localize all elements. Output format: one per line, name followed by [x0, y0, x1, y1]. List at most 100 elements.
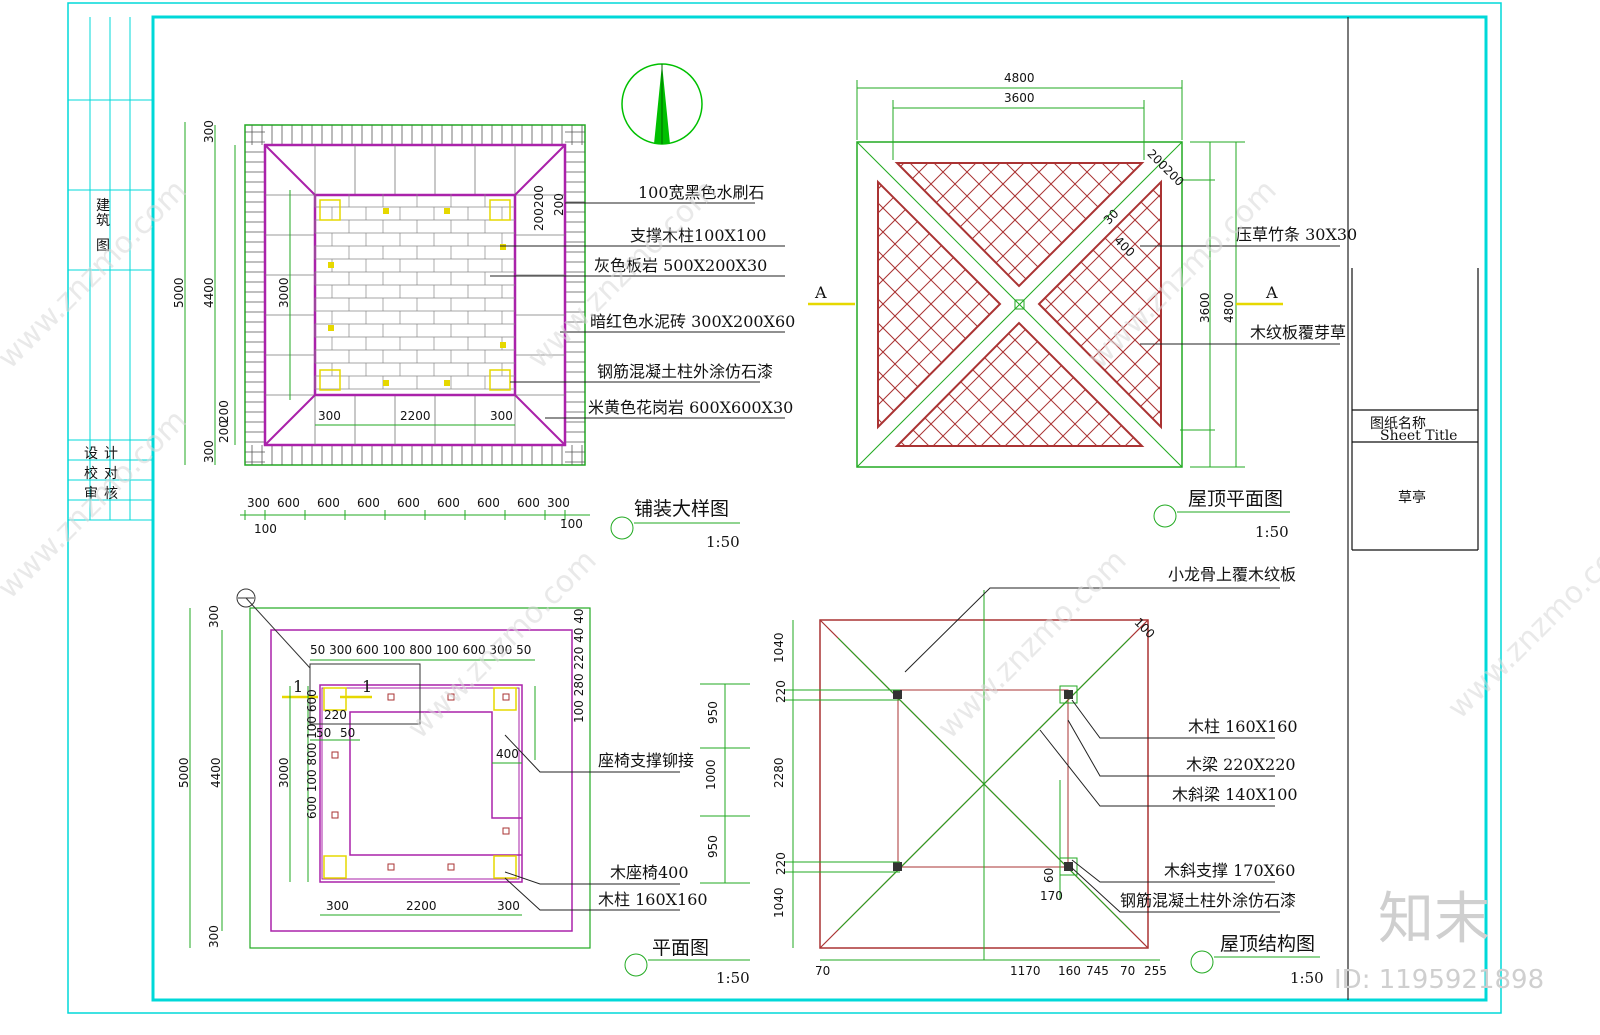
lattice-bar — [878, 182, 1000, 427]
roof-panel — [877, 179, 1002, 430]
roof-dim-3600-top: 3600 — [1004, 91, 1035, 105]
floor-plan-scale: 1:50 — [716, 969, 750, 987]
floor-top-dims: 50 300 600 100 800 100 600 300 50 — [310, 643, 531, 657]
paving-dim-r2: 200 — [532, 208, 546, 231]
lattice-bar — [897, 163, 1142, 286]
lattice-bar — [897, 163, 1142, 286]
floor-small-50a: 50 — [316, 726, 331, 740]
roof-lattice — [1039, 182, 1161, 427]
lattice-bar — [1039, 182, 1161, 427]
paving-inner-300a: 300 — [318, 409, 341, 423]
drawing-name-label-en: Sheet Title — [1380, 428, 1457, 444]
roof-label-2: 木纹板覆芽草 — [1250, 323, 1346, 342]
lattice-bar — [878, 182, 1000, 427]
floor-small-400: 400 — [496, 747, 519, 761]
lattice-bar — [1039, 182, 1161, 427]
paving-label-6: 米黄色花岗岩 600X600X30 — [588, 398, 793, 417]
lattice-bar — [897, 323, 1142, 446]
paving-dim-r1: 200 — [532, 185, 546, 208]
lattice-bar — [1039, 182, 1161, 427]
paving-inner-2200: 2200 — [400, 409, 431, 423]
watermark-text-6: www.znzmo.com — [931, 543, 1134, 746]
rs-bottom-745: 745 — [1086, 964, 1109, 978]
floor-plan-title: 平面图 — [652, 937, 709, 959]
rs-bottom-70b: 70 — [1120, 964, 1135, 978]
north-arrow — [621, 63, 703, 145]
lattice-bar — [1039, 182, 1161, 427]
roof-section-mark-left: A — [814, 283, 827, 302]
lattice-bar — [890, 182, 1000, 427]
post-dot — [383, 380, 389, 386]
floor-label-2: 木座椅400 — [610, 863, 689, 882]
strip-row-6: 核 — [104, 486, 118, 502]
floor-dim-4400: 4400 — [209, 757, 223, 788]
column-square — [489, 369, 511, 391]
lattice-bar — [878, 182, 1000, 427]
paving-bottom-dim: 600 — [477, 496, 500, 510]
rs-bottom-70a: 70 — [815, 964, 830, 978]
paving-plan-scale: 1:50 — [706, 533, 740, 551]
floor-small-220: 220 — [324, 708, 347, 722]
lattice-bar — [897, 163, 1142, 286]
paving-bottom-dim: 600 — [437, 496, 460, 510]
roof-panel — [894, 321, 1145, 447]
seat-bracket — [331, 811, 339, 819]
rs-left-220b: 220 — [774, 852, 788, 875]
column-square — [319, 199, 341, 221]
wood-column — [323, 855, 347, 879]
paving-dimensions — [184, 122, 590, 516]
lattice-bar — [1039, 182, 1161, 427]
lattice-bar — [1039, 182, 1161, 427]
seat-bracket — [331, 751, 339, 759]
lattice-bar — [890, 182, 1000, 427]
paving-dim-300-top: 300 — [202, 120, 216, 143]
floor-left-inner: 600 100 800 100 600 — [305, 689, 319, 819]
floor-dim-5000: 5000 — [177, 757, 191, 788]
sheet-frame — [67, 2, 1502, 1014]
watermark-logo: 知末 — [1378, 887, 1490, 952]
paving-label-5: 钢筋混凝土柱外涂仿石漆 — [597, 362, 773, 381]
rs-left-2280: 2280 — [772, 757, 786, 788]
wood-column — [493, 687, 517, 711]
floor-dim-300-top: 300 — [207, 605, 221, 628]
left-title-strip — [68, 17, 153, 521]
floor-right-950a: 950 — [706, 701, 720, 724]
lattice-bar — [897, 323, 1142, 446]
lattice-bar — [897, 163, 1142, 286]
roof-dim-4800-right: 4800 — [1222, 292, 1236, 323]
floor-plan-dims — [189, 608, 750, 948]
column-square — [319, 369, 341, 391]
post-dot — [444, 380, 450, 386]
rs-label-3: 木梁 220X220 — [1186, 755, 1296, 774]
roof-dim-diag-3: 400 — [1112, 234, 1138, 260]
lattice-bar — [1039, 182, 1161, 427]
roof-structure-dims — [785, 590, 1160, 961]
rs-label-5: 木斜支撑 170X60 — [1164, 861, 1295, 880]
left-strip-text: 建 筑 图 设 计 校 对 审 核 — [84, 198, 118, 502]
lattice-bar — [1039, 182, 1161, 427]
lattice-bar — [1039, 182, 1161, 427]
lattice-bar — [878, 182, 1000, 427]
paving-small-100b: 100 — [560, 517, 583, 531]
floor-right-950b: 950 — [706, 835, 720, 858]
post-dot — [500, 342, 506, 348]
lattice-bar — [878, 182, 1000, 427]
rs-bottom-160: 160 — [1058, 964, 1081, 978]
floor-section-mark-left: 1 — [293, 677, 303, 696]
rs-left-1040b: 1040 — [772, 887, 786, 918]
paving-small-100a: 100 — [254, 522, 277, 536]
lattice-bar — [897, 323, 1142, 446]
watermark-text-4: www.znzmo.com — [0, 403, 194, 606]
paving-labels — [490, 202, 785, 419]
roof-section-mark-right: A — [1265, 283, 1278, 302]
lattice-bar — [897, 163, 1142, 286]
lattice-bar — [897, 323, 1142, 446]
lattice-bar — [897, 163, 1142, 286]
strip-row-3: 校 — [84, 465, 98, 482]
rs-bottom-255: 255 — [1144, 964, 1167, 978]
lattice-bar — [1039, 182, 1161, 427]
post-dot — [444, 208, 450, 214]
paving-bottom-dim: 600 — [517, 496, 540, 510]
floor-right-1000: 1000 — [704, 759, 718, 790]
lattice-bar — [1039, 182, 1161, 427]
